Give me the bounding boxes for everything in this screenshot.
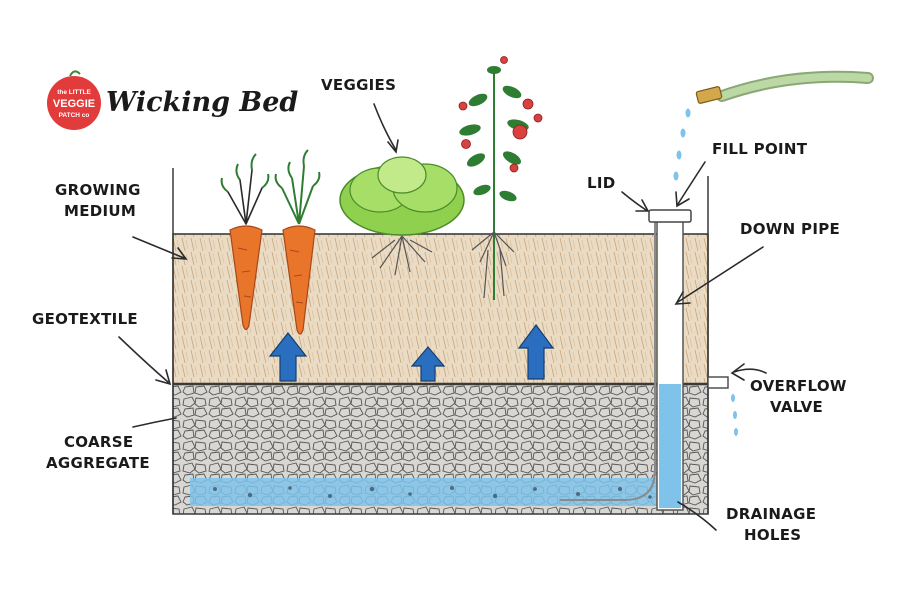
label-coarse-aggregate-line-2: AGGREGATE: [46, 454, 150, 472]
tomato-plant: [458, 56, 543, 300]
wicking-arrows: [268, 323, 555, 382]
tomato-fruit: [458, 101, 468, 111]
logo-line-3: PATCH co: [59, 112, 90, 119]
water-drips: [673, 108, 691, 181]
tomato-fruit: [522, 98, 534, 110]
pipe-water: [659, 384, 681, 508]
label-down-pipe: DOWN PIPE: [740, 220, 840, 238]
label-overflow-valve-line-1: OVERFLOW: [750, 377, 847, 395]
hose: [695, 70, 874, 104]
water-reservoir: [190, 478, 670, 506]
hose-nozzle: [695, 86, 723, 104]
label-drainage-holes-line-1: DRAINAGE: [726, 505, 816, 523]
label-veggies: VEGGIES: [321, 76, 396, 94]
overflow-valve: [707, 376, 729, 389]
wicking-arrow-1: [268, 332, 308, 382]
diagram-title: Wicking Bed: [106, 87, 298, 118]
logo-line-2: VEGGIE: [53, 98, 95, 110]
carrot-2: [274, 149, 321, 335]
growing-medium-pointer-arrow: [132, 236, 188, 260]
carrot-1: [220, 153, 270, 331]
label-fill-point: FILL POINT: [712, 140, 808, 158]
wicking-arrow-3: [517, 323, 555, 380]
lettuce: [339, 156, 465, 276]
logo-leaf-icon: [69, 70, 81, 77]
tomato-fruit: [533, 113, 543, 123]
wicking-arrow-2: [410, 346, 446, 382]
logo-badge: [47, 76, 101, 130]
lid-pointer-arrow: [621, 191, 650, 212]
logo: the LITTLE VEGGIE PATCH co: [47, 70, 101, 130]
bed-container: [172, 168, 709, 515]
label-drainage-holes-line-2: HOLES: [744, 526, 801, 544]
label-growing-medium-line-2: MEDIUM: [64, 202, 136, 220]
geotextile-pointer-arrow: [118, 336, 172, 386]
down-pipe-pointer-arrow: [674, 246, 764, 305]
overflow-drips: [731, 394, 738, 436]
label-coarse-aggregate-line-1: COARSE: [64, 433, 133, 451]
logo-line-1: the LITTLE: [57, 89, 91, 96]
label-geotextile: GEOTEXTILE: [32, 310, 138, 328]
veggies-pointer-arrow: [373, 103, 399, 154]
label-lid: LID: [587, 174, 616, 192]
drainage-holes-pointer-arrow: [677, 501, 717, 531]
tomato-fruit: [461, 139, 471, 149]
pipe-lid: [648, 209, 692, 223]
tomato-fruit: [500, 56, 508, 64]
pointer-arrows: [118, 103, 767, 531]
label-growing-medium-line-1: GROWING: [55, 181, 141, 199]
tomato-fruit: [512, 124, 528, 140]
tomato-fruit: [509, 163, 519, 173]
label-overflow-valve-line-2: VALVE: [770, 398, 823, 416]
overflow-valve-pointer-arrow: [730, 363, 767, 381]
fill-point-pointer-arrow: [675, 161, 706, 208]
coarse-aggregate-pointer-arrow: [132, 417, 177, 428]
